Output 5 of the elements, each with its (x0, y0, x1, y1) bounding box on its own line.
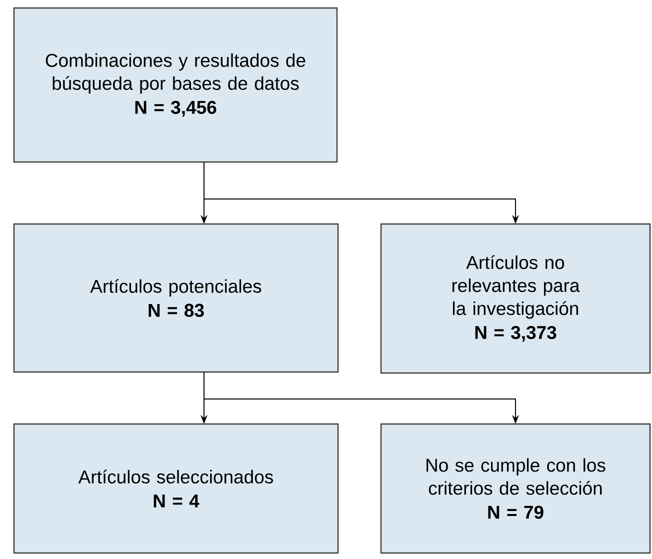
process-box: Artículos potenciales N = 83 (13, 223, 339, 373)
process-box: No se cumple con los criterios de selección N = 79 (380, 423, 651, 554)
process-box: Combinaciones y resultados de búsqueda por bases de datos N = 3,456 (13, 7, 338, 163)
process-box: Artículos seleccionados N = 4 (13, 423, 339, 554)
process-box: Artículos no relevantes para la investigación N = 3,373 (380, 223, 651, 374)
